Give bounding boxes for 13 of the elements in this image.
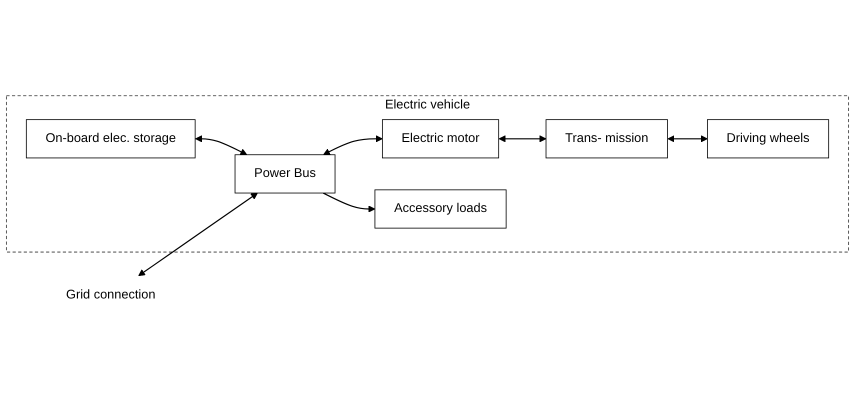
node-text: Grid connection bbox=[66, 288, 156, 302]
node-box: Electric motor bbox=[382, 119, 500, 158]
arrow bbox=[668, 135, 708, 142]
arrow bbox=[138, 192, 258, 276]
node-box: Accessory loads bbox=[374, 189, 507, 229]
arrow bbox=[323, 135, 383, 155]
node-box: Driving wheels bbox=[707, 119, 830, 158]
node-box: Power Bus bbox=[234, 154, 336, 194]
arrow bbox=[195, 135, 248, 156]
arrow bbox=[498, 135, 546, 142]
node-box: Trans- mission bbox=[546, 119, 668, 158]
arrow bbox=[322, 192, 376, 212]
node-box: On-board elec. storage bbox=[26, 119, 196, 158]
